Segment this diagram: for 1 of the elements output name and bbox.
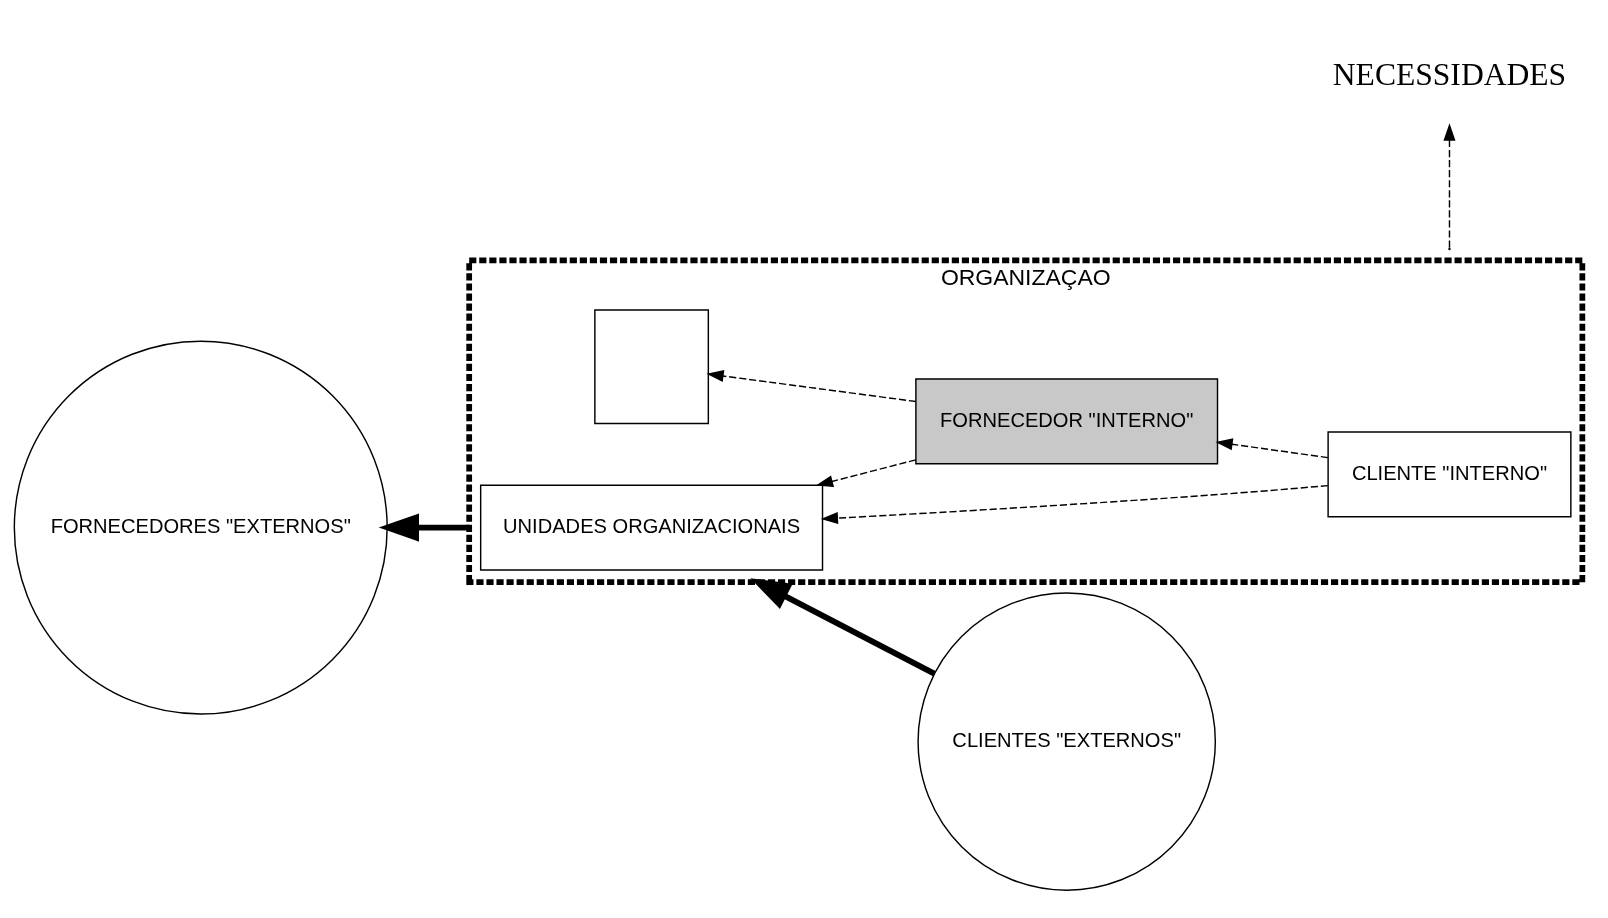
legend-label: NECESSIDADES [1332,56,1567,92]
